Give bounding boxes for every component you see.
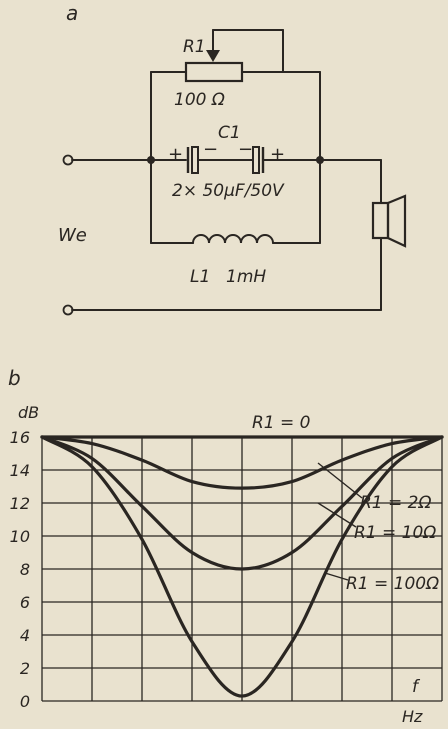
leader-r2: [317, 462, 363, 499]
c1-plus-left: +: [168, 144, 183, 165]
r1-label: R1: [183, 37, 206, 57]
series-line-3: [40, 435, 444, 698]
c1-value: 2× 50µF/50V: [172, 181, 285, 201]
r1-value: 100 Ω: [174, 90, 225, 110]
series-label-r100: R1 = 100Ω: [346, 574, 439, 594]
y-tick-label-3: 10: [10, 527, 30, 546]
input-label: We: [58, 225, 87, 246]
leader-r100: [324, 572, 349, 581]
capacitor-c1: [186, 146, 321, 174]
y-tick-label-2: 12: [10, 494, 30, 513]
y-axis-label: dB: [18, 403, 39, 422]
x-axis-label: f: [412, 677, 421, 697]
y-tick-label-1: 14: [10, 461, 30, 480]
l1-label: L1: [190, 267, 210, 287]
l1-value: 1mH: [226, 267, 266, 287]
y-tick-label-7: 2: [20, 659, 30, 678]
x-axis-unit: Hz: [402, 707, 423, 726]
speaker-icon: [371, 194, 407, 248]
y-tick-label-6: 4: [20, 626, 30, 645]
series-label-r0: R1 = 0: [252, 413, 311, 433]
panel-a-label: a: [66, 1, 78, 25]
y-tick-label-4: 8: [20, 560, 30, 579]
c1-plus-right: +: [270, 144, 285, 165]
c1-minus-right: −: [238, 139, 253, 160]
frequency-response-chart: 16 14 12 10 8 6 4 2 0: [10, 428, 444, 711]
leader-r10: [317, 502, 357, 528]
y-tick-label-8: 0: [20, 692, 30, 711]
y-tick-label-0: 16: [10, 428, 30, 447]
potentiometer-r1: [150, 29, 321, 161]
inductor-l1: [150, 234, 321, 244]
junction-left: [147, 156, 155, 164]
y-tick-label-5: 6: [20, 593, 30, 612]
series-label-r10: R1 = 10Ω: [354, 523, 436, 543]
series-line-2: [40, 435, 444, 571]
c1-label: C1: [218, 123, 241, 143]
panel-b-label: b: [8, 366, 21, 390]
c1-minus-left: −: [203, 139, 218, 160]
series-line-1: [40, 435, 444, 490]
series-label-r2: R1 = 2Ω: [360, 493, 432, 513]
